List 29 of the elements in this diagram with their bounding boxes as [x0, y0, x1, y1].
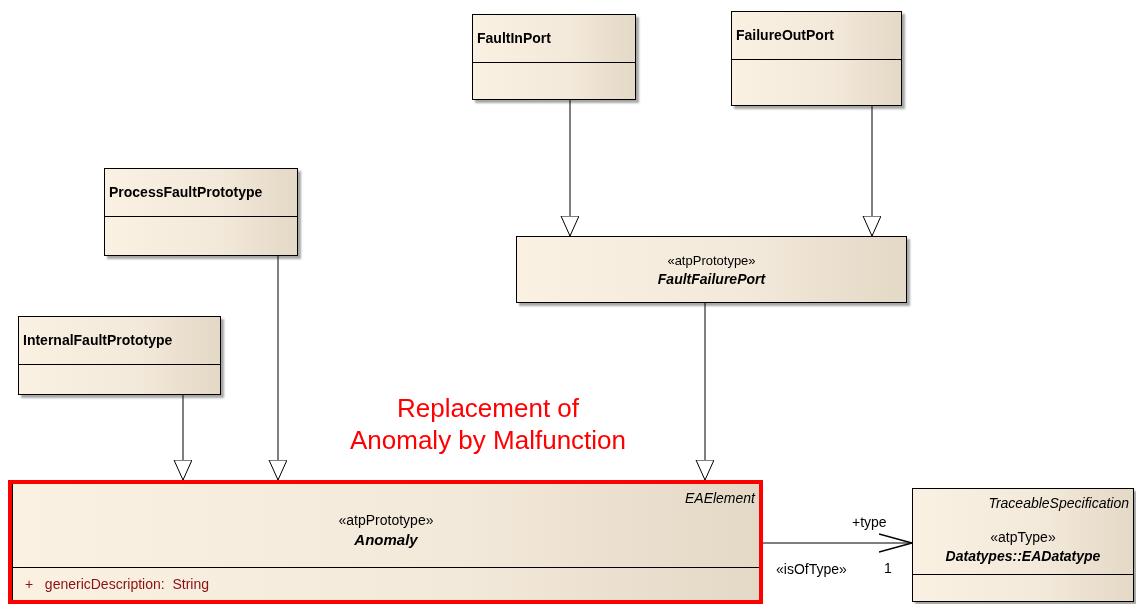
class-box [104, 168, 298, 256]
association-arrow [762, 533, 913, 553]
class-name: Anomaly [354, 529, 418, 550]
stereotype-text: «atpPrototype» [338, 510, 434, 530]
generalization-arrow [560, 99, 580, 237]
class-name: ProcessFaultPrototype [109, 183, 263, 202]
parent-class-text: EAElement [684, 489, 755, 508]
class-box [912, 488, 1134, 602]
note-text: Replacement of Anomaly by Malfunction [349, 392, 627, 456]
class-name: FailureOutPort [736, 26, 834, 45]
generalization-arrow [695, 302, 715, 481]
parent-class-text: TraceableSpecification [988, 494, 1129, 513]
class-name: FaultFailurePort [657, 269, 766, 288]
stereotype-text: «atpType» [990, 528, 1056, 547]
class-box [516, 236, 907, 303]
class-name: Datatypes::EADatatype [945, 547, 1101, 566]
highlighted-class-box [8, 480, 763, 604]
class-name: InternalFaultPrototype [23, 331, 173, 350]
attribute-text: + genericDescription: String [25, 575, 210, 594]
class-box [731, 11, 902, 106]
class-box [472, 14, 636, 100]
class-box [18, 316, 221, 395]
stereotype-text: «atpPrototype» [667, 251, 756, 270]
multiplicity-label: 1 [884, 559, 892, 578]
class-name: FaultInPort [477, 29, 551, 48]
generalization-arrow [862, 105, 882, 237]
generalization-arrow [173, 394, 193, 481]
role-label: +type [852, 513, 887, 532]
generalization-arrow [268, 255, 288, 481]
